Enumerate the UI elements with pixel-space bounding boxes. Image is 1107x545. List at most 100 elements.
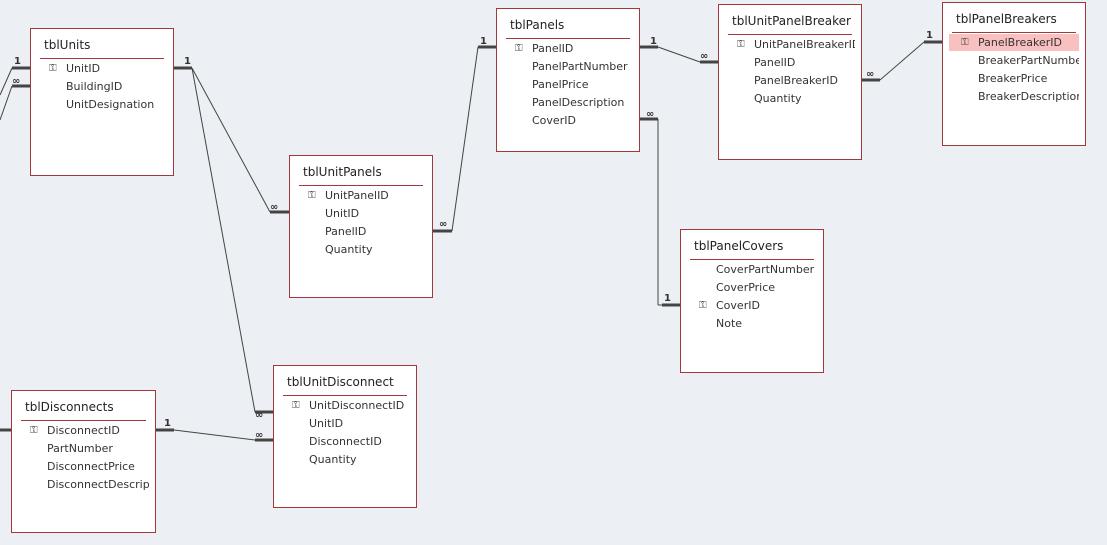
field-CoverID[interactable]: ⚿ CoverID (687, 297, 817, 314)
cardinality-one: 1 (650, 36, 657, 47)
table-title[interactable]: tblPanelBreakers (956, 12, 1057, 26)
table-title[interactable]: tblDisconnects (25, 400, 114, 414)
cardinality-many: ∞ (12, 76, 20, 87)
table-title[interactable]: tblPanels (510, 18, 565, 32)
relationship-line[interactable] (0, 85, 13, 121)
table-tblUnits[interactable]: tblUnits ⚿ UnitID BuildingID UnitDesignation (30, 28, 174, 176)
field-UnitDisconnectID[interactable]: ⚿UnitDisconnectID (280, 397, 410, 414)
field-name: Quantity (309, 453, 357, 466)
field-name: DisconnectDescription (47, 478, 149, 491)
field-name: CoverPartNumber (716, 263, 815, 276)
field-PanelDescription[interactable]: PanelDescription (503, 94, 633, 111)
field-UnitID[interactable]: UnitID (296, 205, 426, 222)
field-Note[interactable]: Note (687, 315, 817, 332)
relationship-line[interactable] (191, 67, 271, 213)
field-UnitPanelID[interactable]: ⚿UnitPanelID (296, 187, 426, 204)
table-title[interactable]: tblUnitPanelBreaker (732, 14, 851, 28)
field-name: UnitID (325, 207, 360, 220)
primary-key-icon: ⚿ (961, 37, 969, 48)
field-name: DisconnectPrice (47, 460, 135, 473)
cardinality-many: ∞ (270, 202, 278, 213)
field-name: BuildingID (66, 80, 123, 93)
relationship-line[interactable] (451, 46, 479, 232)
field-name: PanelID (325, 225, 367, 238)
divider (506, 38, 630, 39)
primary-key-icon: ⚿ (737, 39, 745, 50)
cardinality-one: 1 (164, 418, 171, 429)
field-name: BreakerDescription (978, 90, 1079, 103)
field-BreakerDescription[interactable]: BreakerDescription (949, 88, 1079, 105)
field-name: UnitDesignation (66, 98, 155, 111)
field-UnitPanelBreakerID[interactable]: ⚿UnitPanelBreakerID (725, 36, 855, 53)
cardinality-one: 1 (926, 30, 933, 41)
field-UnitID[interactable]: ⚿ UnitID (37, 60, 167, 77)
field-CoverPrice[interactable]: CoverPrice (687, 279, 817, 296)
divider (283, 395, 407, 396)
field-Quantity[interactable]: Quantity (280, 451, 410, 468)
table-tblUnitPanels[interactable]: tblUnitPanels ⚿UnitPanelID UnitID PanelID Qu… (289, 155, 433, 298)
field-name: PanelBreakerID (754, 74, 838, 87)
field-name: PanelID (532, 42, 574, 55)
table-tblUnitDisconnect[interactable]: tblUnitDisconnect ⚿UnitDisconnectID UnitID… (273, 365, 417, 508)
cardinality-many: ∞ (255, 410, 263, 421)
field-DisconnectID[interactable]: ⚿DisconnectID (18, 422, 149, 439)
field-PanelPrice[interactable]: PanelPrice (503, 76, 633, 93)
field-name: BreakerPrice (978, 72, 1048, 85)
cardinality-one: 1 (480, 36, 487, 47)
cardinality-many: ∞ (700, 51, 708, 62)
table-title[interactable]: tblUnitPanels (303, 165, 382, 179)
field-PanelID[interactable]: PanelID (296, 223, 426, 240)
field-Quantity[interactable]: Quantity (296, 241, 426, 258)
cardinality-many: ∞ (255, 430, 263, 441)
field-PanelPartNumber[interactable]: PanelPartNumber (503, 58, 633, 75)
table-title[interactable]: tblUnitDisconnect (287, 375, 394, 389)
field-DisconnectDescription[interactable]: DisconnectDescription (18, 476, 149, 493)
primary-key-icon: ⚿ (699, 300, 707, 311)
table-tblUnitPanelBreaker[interactable]: tblUnitPanelBreaker ⚿UnitPanelBreakerID Pa… (718, 4, 862, 160)
field-name: UnitID (309, 417, 344, 430)
cardinality-many: ∞ (439, 219, 447, 230)
divider (40, 58, 164, 59)
field-BuildingID[interactable]: BuildingID (37, 78, 167, 95)
divider (299, 185, 423, 186)
field-name: BreakerPartNumber (978, 54, 1079, 67)
relationship-line[interactable] (173, 429, 256, 441)
field-PanelBreakerID[interactable]: ⚿PanelBreakerID (949, 34, 1079, 51)
field-BreakerPartNumber[interactable]: BreakerPartNumber (949, 52, 1079, 69)
field-UnitID[interactable]: UnitID (280, 415, 410, 432)
field-PanelID[interactable]: ⚿PanelID (503, 40, 633, 57)
divider (728, 34, 852, 35)
field-CoverID[interactable]: CoverID (503, 112, 633, 129)
cardinality-one: 1 (184, 56, 191, 67)
field-name: PartNumber (47, 442, 113, 455)
field-name: UnitID (66, 62, 101, 75)
relationship-line[interactable] (879, 41, 925, 81)
field-name: DisconnectID (309, 435, 382, 448)
relationship-line[interactable] (657, 46, 701, 63)
table-title[interactable]: tblUnits (44, 38, 91, 52)
field-DisconnectID[interactable]: DisconnectID (280, 433, 410, 450)
relationship-line[interactable] (191, 67, 256, 413)
field-PartNumber[interactable]: PartNumber (18, 440, 149, 457)
field-name: CoverID (716, 299, 760, 312)
field-Quantity[interactable]: Quantity (725, 90, 855, 107)
field-CoverPartNumber[interactable]: CoverPartNumber (687, 261, 817, 278)
field-name: CoverID (532, 114, 576, 127)
cardinality-one: 1 (14, 56, 21, 67)
field-name: PanelID (754, 56, 796, 69)
primary-key-icon: ⚿ (49, 63, 57, 74)
table-tblPanelBreakers[interactable]: tblPanelBreakers ⚿PanelBreakerID BreakerPa… (942, 2, 1086, 146)
field-name: UnitPanelID (325, 189, 389, 202)
field-name: UnitDisconnectID (309, 399, 405, 412)
relationship-line[interactable] (0, 67, 13, 96)
field-PanelBreakerID[interactable]: PanelBreakerID (725, 72, 855, 89)
field-UnitDesignation[interactable]: UnitDesignation (37, 96, 167, 113)
field-name: Quantity (754, 92, 802, 105)
field-DisconnectPrice[interactable]: DisconnectPrice (18, 458, 149, 475)
table-title[interactable]: tblPanelCovers (694, 239, 784, 253)
field-PanelID[interactable]: PanelID (725, 54, 855, 71)
field-BreakerPrice[interactable]: BreakerPrice (949, 70, 1079, 87)
